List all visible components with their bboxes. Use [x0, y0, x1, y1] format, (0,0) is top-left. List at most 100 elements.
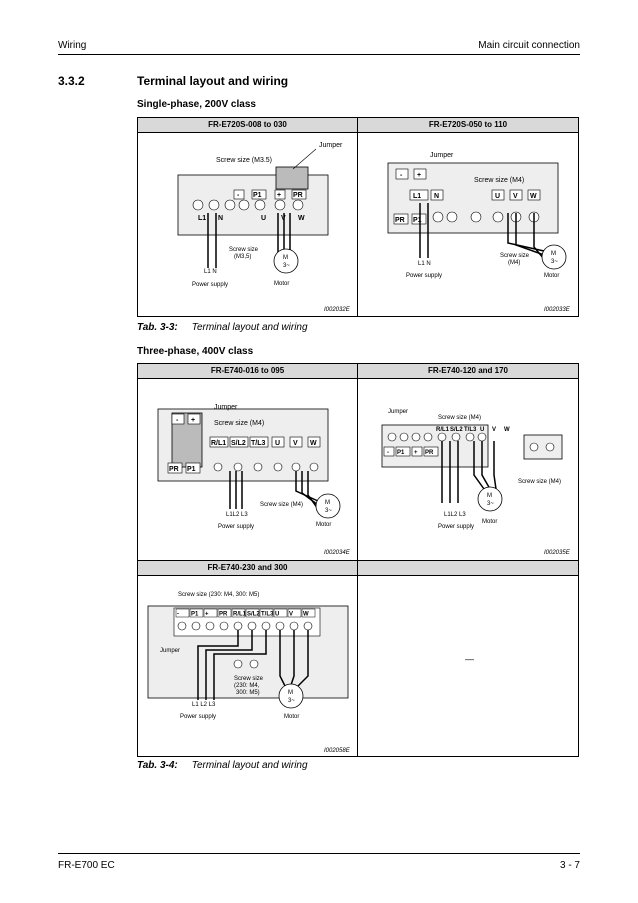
single-phase-subtitle: Single-phase, 200V class	[137, 99, 256, 110]
figure-code: I002033E	[544, 307, 571, 313]
screw-size-2a: Screw size	[229, 247, 259, 253]
power-supply: Power supply	[180, 714, 216, 720]
term-p1: P1	[187, 466, 196, 473]
term-v: V	[513, 193, 518, 200]
caption-label: Tab. 3-4:	[137, 760, 178, 771]
term-p1: P1	[413, 217, 422, 224]
screw-size-label: Screw size (M4)	[214, 420, 264, 427]
col-header-e740-016: FR-E740-016 to 095	[138, 364, 357, 378]
term-u: U	[275, 440, 280, 447]
diagram-e720s-050: Jumper Screw size (M4) - + L1 N U V W PR…	[387, 152, 571, 313]
figure-code: I002034E	[324, 550, 351, 556]
term-plus: +	[417, 172, 421, 179]
term-pr: PR	[169, 466, 179, 473]
terminal-box	[245, 608, 260, 618]
page-footer: FR-E700 EC 3 - 7	[58, 853, 580, 871]
terminal-box	[217, 608, 232, 618]
l123-label: L1L2 L3	[444, 512, 466, 518]
term-plus: +	[414, 450, 418, 456]
term-v: V	[293, 440, 298, 447]
term-n: N	[218, 215, 223, 222]
screw-size-label: Screw size (230: M4, 300: M5)	[178, 592, 259, 598]
motor-m: M	[283, 255, 288, 261]
term-w: W	[310, 440, 317, 447]
col-header-e720s-008: FR-E720S-008 to 030	[138, 118, 357, 132]
diagram-e740-230: Screw size (230: M4, 300: M5) Jumper - P1…	[147, 592, 351, 754]
three-phase-subtitle: Three-phase, 400V class	[137, 346, 254, 357]
header-chapter: Wiring	[58, 40, 87, 51]
power-supply: Power supply	[192, 282, 228, 288]
three-phase-table: FR-E740-016 to 095 FR-E740-120 and 170 F…	[137, 363, 579, 757]
terminal-label: P1	[191, 612, 199, 618]
power-supply: Power supply	[218, 524, 254, 530]
terminal-label: +	[205, 612, 209, 618]
term-r-l1: R/L1	[436, 427, 450, 433]
terminal-box	[273, 608, 288, 618]
figure-code: I002058E	[324, 748, 351, 754]
term-w: W	[298, 215, 305, 222]
diagram-e740-016: Jumper Screw size (M4) - + R/L1 S/L2 T/L…	[157, 404, 351, 556]
motor-3: 3~	[283, 263, 290, 269]
motor-label: Motor	[274, 281, 289, 287]
page-header: Wiring Main circuit connection	[58, 38, 580, 55]
ln-label: L1 N	[418, 261, 431, 267]
motor-3: 3~	[487, 501, 494, 507]
motor-m: M	[551, 251, 556, 257]
section-number: 3.3.2	[58, 74, 85, 88]
term-s-l2: S/L2	[450, 427, 463, 433]
caption-tab-3-4: Tab. 3-4: Terminal layout and wiring	[137, 760, 308, 771]
jumper-label: Jumper	[388, 409, 408, 415]
motor-label: Motor	[316, 522, 331, 528]
screw-size-2: Screw size (M4)	[518, 479, 561, 485]
screw-size-2: Screw size (M4)	[260, 502, 303, 508]
term-s-l2: S/L2	[231, 440, 246, 447]
screw-size-2b: (M4)	[508, 260, 520, 266]
terminal-label: -	[177, 612, 179, 618]
jumper-label: Jumper	[160, 648, 180, 654]
screw-size-2a: Screw size	[500, 253, 530, 259]
term-plus: +	[191, 417, 195, 424]
term-u: U	[480, 427, 484, 433]
terminal-box	[175, 608, 190, 618]
terminal-box	[259, 608, 274, 618]
screw-size-label: Screw size (M4)	[474, 177, 524, 184]
jumper-label: Jumper	[214, 404, 238, 411]
ln-label: L1 N	[204, 269, 217, 275]
terminal-box	[287, 608, 302, 618]
power-supply: Power supply	[438, 524, 474, 530]
caption-text: Terminal layout and wiring	[191, 760, 308, 771]
col-header-empty	[358, 561, 578, 575]
terminal-label: U	[275, 612, 279, 618]
jumper-label: Jumper	[430, 152, 454, 159]
term-r-l1: R/L1	[211, 440, 226, 447]
screw-size-label: Screw size (M4)	[438, 415, 481, 421]
term-u: U	[261, 215, 266, 222]
term-t-l3: T/L3	[464, 427, 477, 433]
diagram-e740-120: Jumper Screw size (M4) R/L1 S/L2 T/L3 U …	[381, 409, 571, 556]
motor-label: Motor	[482, 519, 497, 525]
motor-3: 3~	[288, 698, 295, 704]
motor-3: 3~	[551, 259, 558, 265]
diagram-e720s-008: Jumper Screw size (M3.5) - P1 + PR L1 N …	[177, 142, 351, 313]
motor-label: Motor	[284, 714, 299, 720]
term-p1: P1	[397, 450, 405, 456]
terminal-label: S/L2	[247, 612, 260, 618]
footer-product: FR-E700 EC	[58, 860, 115, 871]
term-pr: PR	[293, 192, 303, 199]
term-u: U	[495, 193, 500, 200]
terminal-label: PR	[219, 612, 228, 618]
term-p1: P1	[253, 192, 262, 199]
terminal-label: V	[289, 612, 293, 618]
power-supply: Power supply	[406, 273, 442, 279]
jumper-label: Jumper	[319, 142, 343, 149]
l123-label: L1 L2 L3	[192, 702, 216, 708]
terminal-box	[231, 608, 246, 618]
term-minus: -	[400, 172, 403, 179]
motor-3: 3~	[325, 508, 332, 514]
term-pr: PR	[395, 217, 405, 224]
terminal-label: T/L3	[261, 612, 274, 618]
section-title: Terminal layout and wiring	[137, 74, 289, 88]
term-w: W	[504, 427, 510, 433]
term-minus: -	[237, 192, 240, 199]
figure-code: I002032E	[324, 307, 351, 313]
